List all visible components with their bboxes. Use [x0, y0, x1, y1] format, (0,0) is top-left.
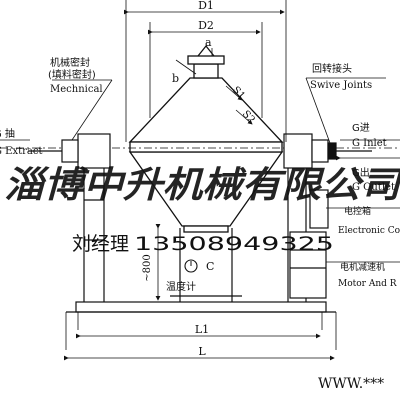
- swivel-label-cn: 回转接头: [312, 62, 352, 75]
- motor-label-en: Motor And R: [338, 279, 397, 289]
- website-watermark: WWW.***: [318, 376, 384, 392]
- mech-seal-label-cn: 机械密封: [50, 56, 90, 69]
- dim-d2-label: D2: [198, 19, 214, 32]
- outlet-flange: [183, 225, 229, 233]
- extract-label-cn: G 抽: [0, 127, 15, 140]
- control-box-label-en: Electronic Co: [338, 226, 400, 236]
- thermometer-label: 温度计: [166, 280, 196, 293]
- point-b-label: b: [172, 72, 179, 85]
- base-plate: [75, 301, 327, 313]
- dimension-labels: D1 D2 L1 L S1 S2 ~800: [142, 0, 257, 358]
- mech-seal-label-en: Mechnical: [50, 84, 103, 95]
- point-labels: a b C: [172, 36, 214, 273]
- double-cone-vessel: [128, 44, 284, 233]
- dimension-lines: [64, 0, 337, 361]
- swivel-label-en: Swive Joints: [310, 80, 372, 91]
- swivel-joint-cap: [327, 142, 337, 160]
- watermark: 淄博中升机械有限公司 刘经理 13508949325 WWW.***: [4, 165, 400, 392]
- contact-name: 刘经理: [72, 233, 129, 255]
- swivel-joint: [311, 139, 329, 163]
- dim-d1-label: D1: [198, 0, 214, 12]
- mech-seal-label-cn-sub: (填料密封): [48, 68, 96, 81]
- point-a-label: a: [205, 36, 212, 49]
- motor-box: [289, 231, 327, 299]
- callout-leaders: [0, 48, 400, 263]
- upper-cone: [128, 77, 284, 143]
- manhole-neck: [193, 63, 219, 79]
- outlet-label-cn: G出: [352, 166, 370, 179]
- contact-phone: 13508949325: [134, 233, 334, 255]
- motor-label-cn: 电机减速机: [340, 261, 385, 273]
- outlet-label-en: G Outlet: [352, 182, 395, 193]
- inlet-label-en: G Inlet: [352, 138, 387, 149]
- inlet-label-cn: G进: [352, 122, 370, 134]
- dim-l1-label: L1: [195, 323, 209, 336]
- control-box: [309, 189, 329, 229]
- control-box-label-cn: 电控箱: [344, 205, 371, 217]
- extract-label-en: G Extract: [0, 146, 43, 157]
- shaft-assembly: [0, 133, 400, 169]
- left-bearing: [77, 133, 111, 169]
- cylinder-belt: [129, 141, 283, 153]
- right-bearing: [283, 133, 313, 169]
- machine-frame: [66, 168, 336, 313]
- company-watermark: 淄博中升机械有限公司: [4, 165, 400, 206]
- dim-l-label: L: [198, 345, 206, 358]
- manhole-cover: [187, 55, 225, 65]
- callout-labels: 机械密封 (填料密封) Mechnical 回转接头 Swive Joints …: [0, 56, 400, 293]
- left-seal: [61, 139, 79, 163]
- point-c-label: C: [206, 260, 214, 273]
- dim-height-label: ~800: [142, 254, 153, 281]
